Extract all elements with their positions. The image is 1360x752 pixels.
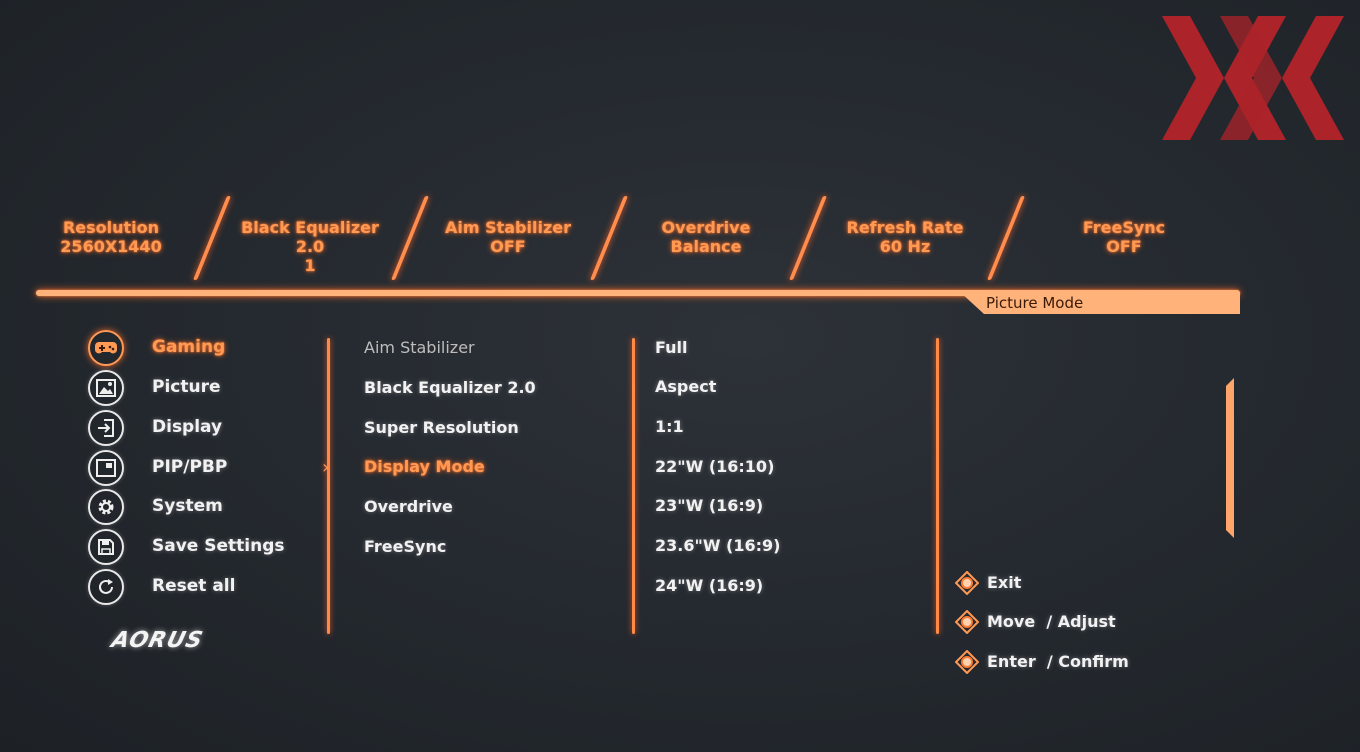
status-value: Balance — [670, 237, 742, 256]
menu-item-picture[interactable]: Picture — [88, 370, 318, 406]
status-divider — [987, 196, 1025, 280]
submenu-aim-stabilizer[interactable]: Aim Stabilizer — [364, 338, 475, 357]
menu-item-label: PIP/PBP — [152, 457, 228, 477]
status-label: Black Equalizer 2.0 — [241, 218, 379, 256]
status-aim-stabilizer: Aim Stabilizer OFF — [423, 218, 593, 256]
menu-item-label: Save Settings — [152, 536, 285, 556]
status-label: FreeSync — [1082, 218, 1166, 237]
status-label: Resolution — [62, 218, 160, 237]
status-label: Refresh Rate — [846, 218, 964, 237]
status-freesync: FreeSync OFF — [1039, 218, 1209, 256]
menu-item-save-settings[interactable]: Save Settings — [88, 529, 318, 565]
status-value: OFF — [490, 237, 526, 256]
submenu-overdrive[interactable]: Overdrive — [364, 497, 453, 516]
option-1-1[interactable]: 1:1 — [655, 417, 684, 436]
status-black-equalizer: Black Equalizer 2.0 1 — [225, 218, 395, 275]
menu-item-label: Reset all — [152, 576, 236, 596]
status-label: Aim Stabilizer — [444, 218, 572, 237]
submenu-freesync[interactable]: FreeSync — [364, 537, 447, 556]
hint-label: Enter / Confirm — [987, 652, 1129, 671]
joystick-icon — [955, 650, 979, 674]
gamepad-icon — [88, 330, 124, 366]
column-divider — [327, 338, 330, 634]
option-23w[interactable]: 23"W (16:9) — [655, 496, 764, 515]
submenu-black-equalizer[interactable]: Black Equalizer 2.0 — [364, 378, 536, 397]
scrollbar[interactable] — [1226, 378, 1234, 538]
menu-item-label: Gaming — [152, 337, 226, 357]
gear-icon — [88, 489, 124, 525]
picture-mode-tab — [960, 292, 1240, 314]
option-24w[interactable]: 24"W (16:9) — [655, 576, 764, 595]
hint-label: Exit — [987, 573, 1022, 592]
menu-item-gaming[interactable]: Gaming — [88, 330, 318, 366]
aorus-logo: AORUS — [108, 628, 206, 653]
status-value: 1 — [304, 256, 316, 275]
menu-item-label: Display — [152, 417, 223, 437]
picture-mode-label: Picture Mode — [986, 294, 1084, 312]
watermark-logo — [1162, 16, 1344, 140]
menu-item-label: Picture — [152, 377, 221, 397]
hint-exit: Exit — [955, 570, 1175, 596]
menu-item-reset-all[interactable]: Reset all — [88, 569, 318, 605]
hint-move-adjust: Move / Adjust — [955, 609, 1175, 635]
column-divider — [936, 338, 939, 634]
joystick-icon — [955, 610, 979, 634]
hint-label: Move / Adjust — [987, 612, 1116, 631]
selection-chevron-icon: › — [322, 457, 330, 478]
option-22w[interactable]: 22"W (16:10) — [655, 457, 775, 476]
option-full[interactable]: Full — [655, 338, 688, 357]
menu-item-system[interactable]: System — [88, 489, 318, 525]
menu-item-pip-pbp[interactable]: PIP/PBP — [88, 450, 318, 486]
pip-icon — [88, 450, 124, 486]
submenu-super-resolution[interactable]: Super Resolution — [364, 418, 519, 437]
status-value: OFF — [1106, 237, 1142, 256]
status-value: 60 Hz — [879, 237, 931, 256]
picture-icon — [88, 370, 124, 406]
status-label: Overdrive — [661, 218, 751, 237]
status-overdrive: Overdrive Balance — [621, 218, 791, 256]
joystick-icon — [955, 571, 979, 595]
reset-icon — [88, 569, 124, 605]
input-icon — [88, 410, 124, 446]
menu-item-display[interactable]: Display — [88, 410, 318, 446]
option-aspect[interactable]: Aspect — [655, 377, 717, 396]
hint-enter-confirm: Enter / Confirm — [955, 649, 1175, 675]
status-value: 2560X1440 — [60, 237, 162, 256]
status-refresh-rate: Refresh Rate 60 Hz — [820, 218, 990, 256]
save-icon — [88, 529, 124, 565]
option-23-6w[interactable]: 23.6"W (16:9) — [655, 536, 781, 555]
submenu-display-mode[interactable]: Display Mode — [364, 457, 485, 476]
menu-item-label: System — [152, 496, 223, 516]
column-divider — [632, 338, 635, 634]
status-resolution: Resolution 2560X1440 — [26, 218, 196, 256]
header-divider — [36, 290, 1240, 296]
